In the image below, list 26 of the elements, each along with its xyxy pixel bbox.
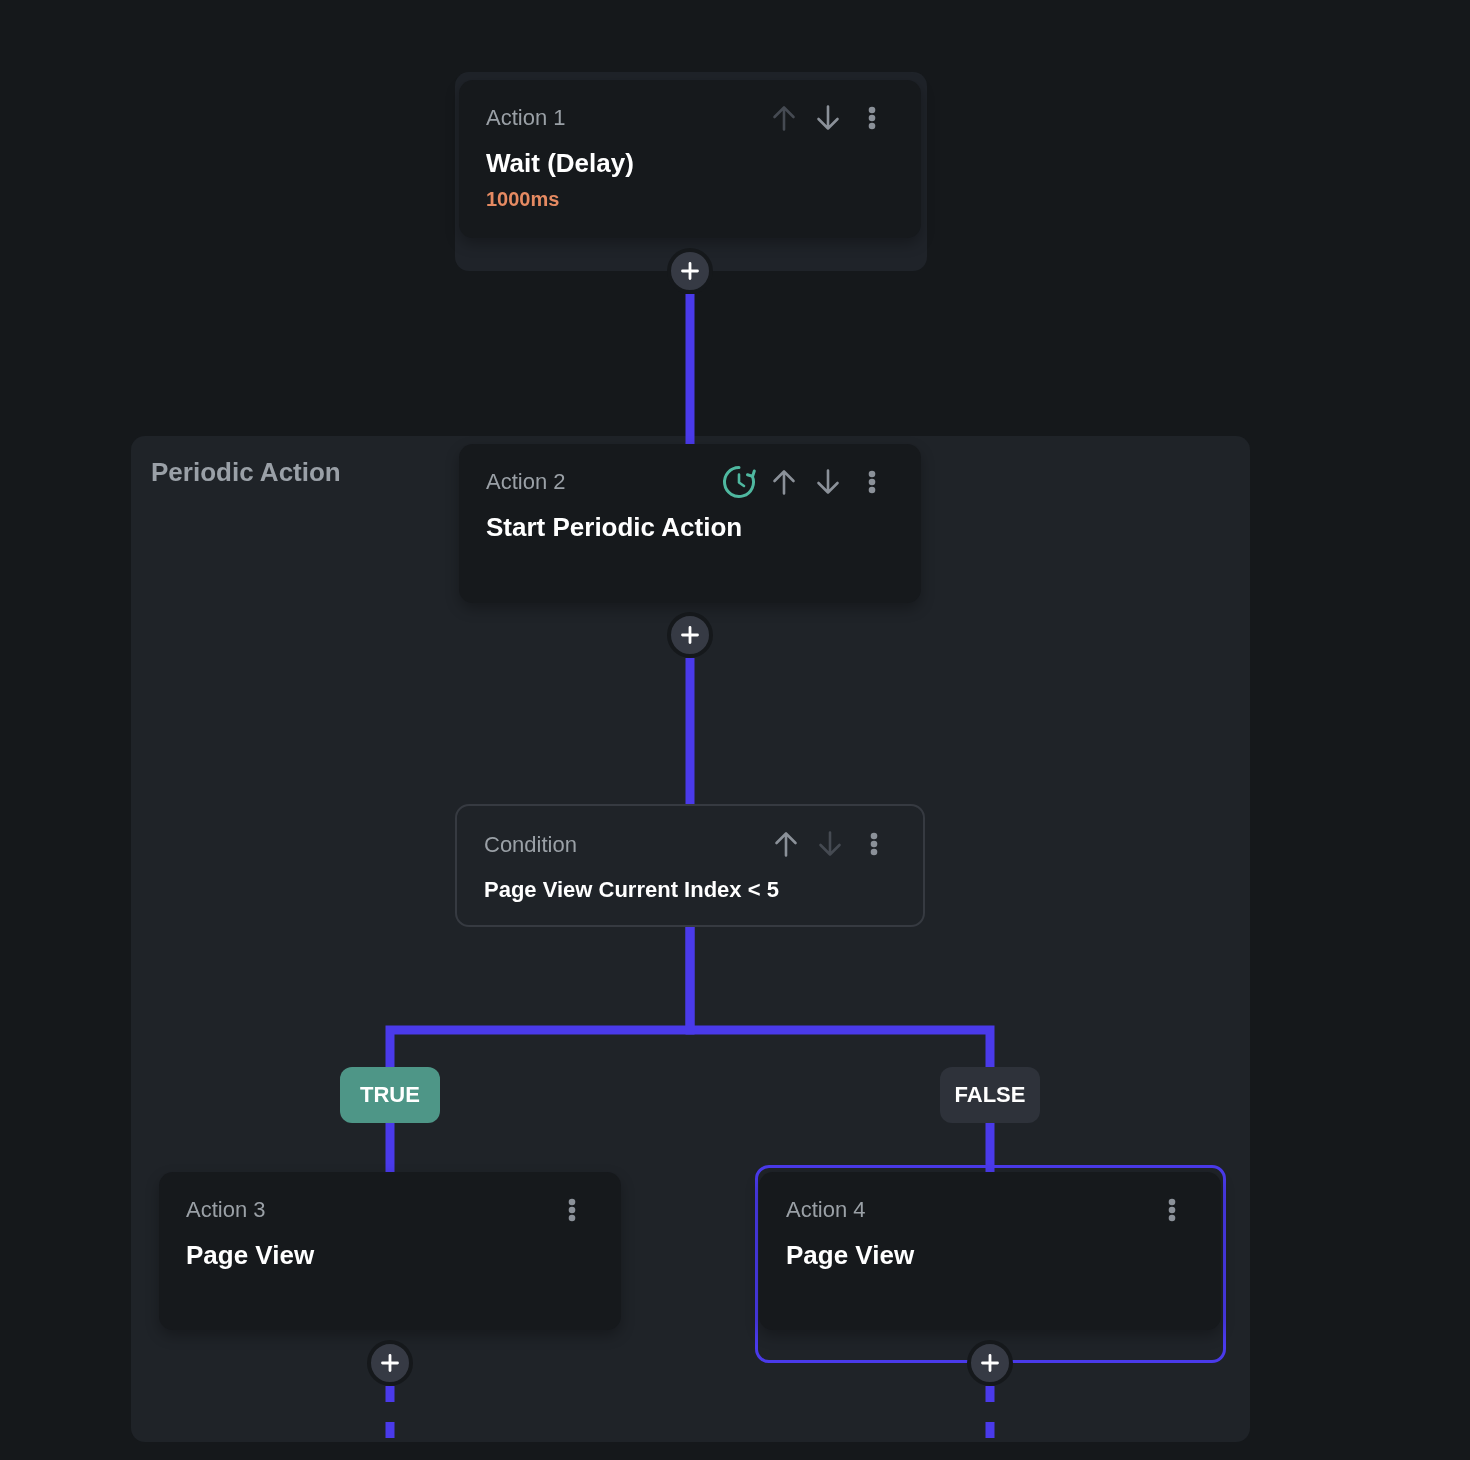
connector-line xyxy=(685,294,695,444)
action-card xyxy=(159,1172,621,1330)
action-card xyxy=(459,80,921,238)
action-card xyxy=(459,444,921,603)
step-label: Condition xyxy=(484,831,577,859)
step-label: Action 3 xyxy=(186,1196,266,1224)
action-title: Page View xyxy=(186,1239,315,1272)
edge-label: TRUE xyxy=(340,1067,440,1123)
action-card xyxy=(759,1172,1221,1330)
add-step-button xyxy=(967,1340,1013,1386)
condition-card xyxy=(455,804,925,927)
edge-label: FALSE xyxy=(940,1067,1040,1123)
group-title: Periodic Action xyxy=(151,456,341,489)
step-label: Action 4 xyxy=(786,1196,866,1224)
step-label: Action 1 xyxy=(486,104,566,132)
connector-line xyxy=(685,658,695,804)
condition-expression: Page View Current Index < 5 xyxy=(484,876,779,904)
step-label: Action 2 xyxy=(486,468,566,496)
add-step-button xyxy=(667,612,713,658)
action-title: Wait (Delay) xyxy=(486,147,634,180)
add-step-button xyxy=(367,1340,413,1386)
delay-value: 1000ms xyxy=(486,187,560,212)
action-title: Page View xyxy=(786,1239,915,1272)
connector-line xyxy=(685,927,995,1172)
action-title: Start Periodic Action xyxy=(486,511,743,544)
group-panel xyxy=(131,436,1250,1442)
